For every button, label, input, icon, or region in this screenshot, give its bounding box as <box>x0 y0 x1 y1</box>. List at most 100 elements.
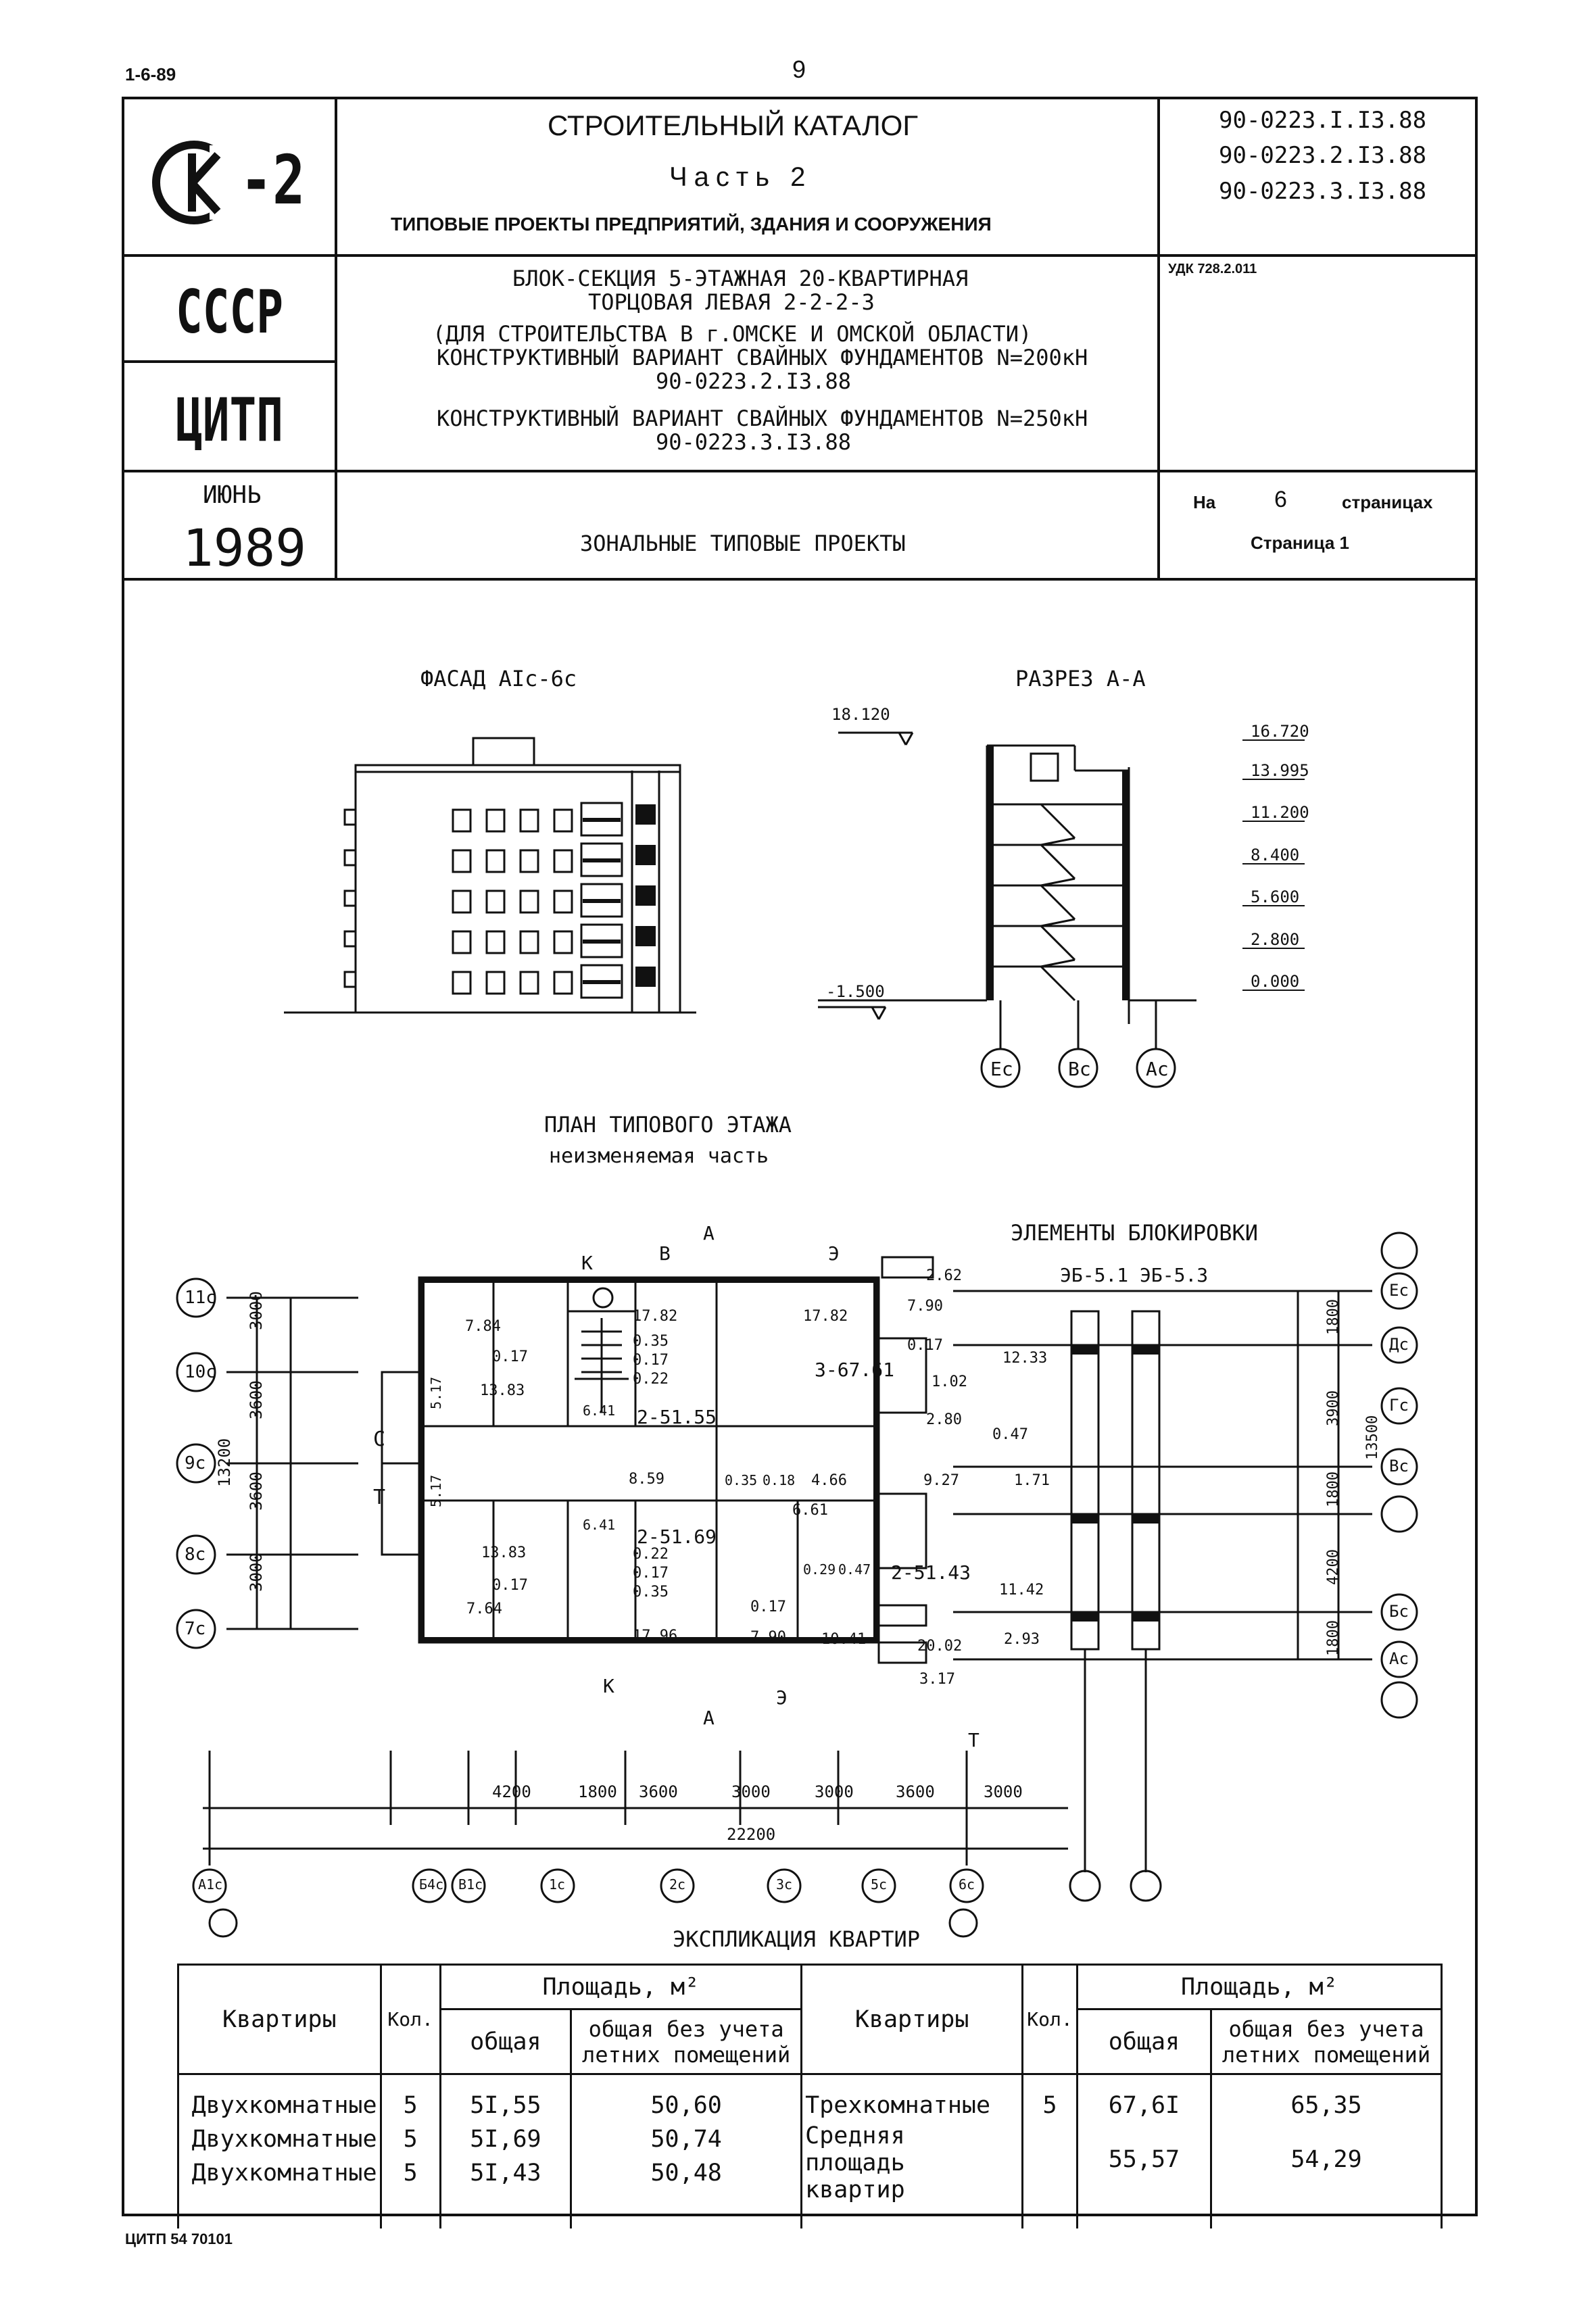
plan-axis-left: 7с <box>185 1619 206 1639</box>
plan-dim-bottom: 3000 <box>815 1782 854 1801</box>
room-area: 0.22 <box>633 1546 669 1563</box>
section-title: РАЗРЕЗ А-А <box>1015 666 1146 691</box>
section-level: 16.720 <box>1251 722 1309 741</box>
room-area: 8.59 <box>629 1471 664 1488</box>
plan-marker: С <box>373 1428 386 1451</box>
plan-marker: К <box>581 1252 593 1274</box>
room-area: 0.17 <box>633 1352 669 1369</box>
plan-axis-left: 8с <box>185 1544 206 1565</box>
plan-dim-left: 3600 <box>247 1380 266 1419</box>
plan-dim-right: 1800 <box>1325 1471 1342 1507</box>
desc-line-3: (ДЛЯ СТРОИТЕЛЬСТВА В г.ОМСКЕ И ОМСКОЙ ОБ… <box>433 321 1032 347</box>
plan-axis-bottom: 1с <box>549 1876 566 1893</box>
room-area: 2.93 <box>1004 1631 1040 1648</box>
plan-dim-bottom: 1800 <box>578 1782 617 1801</box>
floor-plan-drawing <box>176 1232 1418 1938</box>
table-cell-net: 54,29 <box>1290 2146 1362 2173</box>
col-total: общая <box>1075 2008 1212 2075</box>
table-cell-total: 67,6I <box>1108 2092 1180 2119</box>
apartment-label: 2-51.69 <box>637 1526 717 1548</box>
plan-dim-bottom: 3000 <box>984 1782 1023 1801</box>
facade-title: ФАСАД АIс-6с <box>420 666 577 691</box>
plan-dim-bottom: 3600 <box>639 1782 678 1801</box>
table-cell-type: Двухкомнатные <box>191 2126 377 2153</box>
plan-title: ПЛАН ТИПОВОГО ЭТАЖА <box>544 1112 792 1138</box>
plan-dim-left: 3000 <box>247 1553 266 1592</box>
room-area: 0.35 <box>725 1472 758 1488</box>
table-cell-total: 5I,69 <box>470 2126 541 2153</box>
col-area: Площадь, м² <box>439 1964 803 2010</box>
room-area: 0.47 <box>838 1561 871 1578</box>
room-area: 0.17 <box>907 1337 943 1354</box>
plan-subtitle: неизменяемая часть <box>549 1144 769 1168</box>
explication-title: ЭКСПЛИКАЦИЯ КВАРТИР <box>673 1926 921 1952</box>
section-level: 5.600 <box>1251 887 1300 906</box>
plan-axis-bottom: 3с <box>776 1876 793 1893</box>
table-cell-count: 5 <box>403 2092 418 2119</box>
plan-axis-right: Ас <box>1389 1649 1409 1668</box>
desc-line-5: 90-0223.2.I3.88 <box>656 368 851 394</box>
table-cell-type: Средняя площадь квартир <box>805 2122 905 2203</box>
date-year: 1989 <box>183 518 307 578</box>
plan-axis-right: Гс <box>1389 1396 1409 1415</box>
pages-current: Страница 1 <box>1251 533 1349 553</box>
table-cell-total: 5I,55 <box>470 2092 541 2119</box>
header-divider <box>122 578 1475 581</box>
room-area: 12.33 <box>1002 1350 1048 1367</box>
section-axis-label: Вс <box>1068 1058 1091 1080</box>
doc-code: 1-6-89 <box>125 64 176 84</box>
section-bottom-level: -1.500 <box>826 982 885 1001</box>
table-cell-net: 50,74 <box>650 2126 722 2153</box>
facade-drawing <box>284 737 696 1014</box>
plan-axis-right: Дс <box>1389 1335 1409 1354</box>
plan-marker: Т <box>373 1486 386 1509</box>
desc-line-4: КОНСТРУКТИВНЫЙ ВАРИАНТ СВАЙНЫХ ФУНДАМЕНТ… <box>437 345 1088 370</box>
organization: ЦИТП <box>176 385 283 455</box>
header-divider <box>1157 97 1160 579</box>
explication-table: Квартиры Кол. Площадь, м² Квартиры Кол. … <box>177 1964 1443 2228</box>
col-count: Кол. <box>379 1964 441 2075</box>
table-cell-type: Двухкомнатные <box>191 2092 377 2119</box>
plan-axis-bottom: 2с <box>669 1876 686 1893</box>
table-cell-count: 5 <box>403 2160 418 2187</box>
room-area: 0.35 <box>633 1333 669 1350</box>
room-area: 1.71 <box>1014 1472 1050 1489</box>
room-area: 6.41 <box>583 1517 616 1533</box>
col-count: Кол. <box>1021 1964 1078 2075</box>
table-cell-total: 5I,43 <box>470 2160 541 2187</box>
room-area: 7.90 <box>750 1629 786 1646</box>
room-area: 6.41 <box>583 1403 616 1419</box>
section-top-level: 18.120 <box>831 705 890 724</box>
room-area: 13.83 <box>480 1382 525 1399</box>
pages-prefix: На <box>1193 492 1216 512</box>
plan-dim-bottom-total: 22200 <box>727 1825 776 1844</box>
catalog-part: Часть 2 <box>669 162 813 192</box>
plan-axis-bottom: В1с <box>458 1876 483 1893</box>
desc-line-2: ТОРЦОВАЯ ЛЕВАЯ 2-2-2-3 <box>588 289 875 315</box>
project-code-2: 90-0223.2.I3.88 <box>1219 142 1427 169</box>
catalog-title: СТРОИТЕЛЬНЫЙ КАТАЛОГ <box>548 109 919 141</box>
room-area: 1.02 <box>932 1373 967 1390</box>
col-apartments: Квартиры <box>177 1964 382 2075</box>
section-level: 11.200 <box>1251 803 1309 822</box>
header-divider <box>122 360 335 363</box>
table-cell-type: Двухкомнатные <box>191 2160 377 2187</box>
table-cell-type: Трехкомнатные <box>805 2092 991 2119</box>
plan-axis-left: 11с <box>185 1288 216 1308</box>
apartment-label: 2-51.55 <box>637 1406 717 1428</box>
table-cell-total: 55,57 <box>1108 2146 1180 2173</box>
desc-line-6: КОНСТРУКТИВНЫЙ ВАРИАНТ СВАЙНЫХ ФУНДАМЕНТ… <box>437 406 1088 431</box>
section-level: 8.400 <box>1251 846 1300 864</box>
room-area: 0.17 <box>492 1577 528 1594</box>
room-area: 10.41 <box>821 1631 867 1648</box>
section-drawing <box>818 731 1305 1088</box>
project-code-3: 90-0223.3.I3.88 <box>1219 178 1427 205</box>
room-area: 17.96 <box>633 1628 678 1644</box>
room-area: 7.84 <box>465 1318 501 1335</box>
col-total: общая <box>439 2008 573 2075</box>
section-level: 2.800 <box>1251 930 1300 949</box>
date-month: ИЮНЬ <box>203 481 262 509</box>
table-cell-net: 50,60 <box>650 2092 722 2119</box>
room-area: 5.17 <box>428 1474 444 1507</box>
footer-code: ЦИТП 54 70101 <box>125 2231 233 2247</box>
